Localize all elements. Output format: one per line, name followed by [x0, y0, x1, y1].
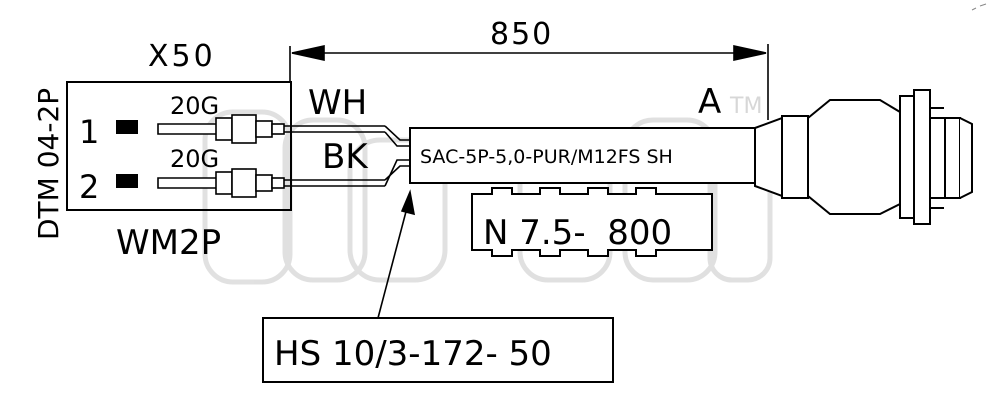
- heat-shrink-part: HS 10/3-172- 50: [274, 334, 552, 374]
- connector-type: DTM 04-2P: [32, 88, 65, 240]
- dimension-length: 850: [490, 17, 553, 52]
- connector-seal: WM2P: [116, 223, 221, 263]
- heat-shrink-box: [262, 317, 614, 383]
- conduit-part: N 7.5- 800: [483, 213, 672, 253]
- terminal-1: [157, 114, 285, 144]
- cable-part: SAC-5P-5,0-PUR/M12FS SH: [420, 146, 673, 168]
- terminal-2: [157, 168, 285, 198]
- pin-1-number: 1: [79, 113, 99, 151]
- corner-marks: [971, 3, 987, 11]
- heat-shrink-leader: [377, 189, 416, 319]
- wire-lines: [284, 125, 410, 187]
- cable-end-label: A: [698, 82, 721, 122]
- watermark-mark: TM: [729, 94, 762, 119]
- m12-connector: [754, 89, 973, 225]
- pin-2-marker: [116, 174, 138, 188]
- pin-2-number: 2: [79, 168, 99, 206]
- connector-name: X50: [148, 39, 216, 74]
- pin-1-marker: [116, 120, 138, 134]
- pin-1-gauge: 20G: [170, 92, 219, 120]
- dimension-line: [289, 44, 769, 120]
- watermark: TM: [202, 94, 773, 285]
- wire-color-bottom: BK: [322, 137, 369, 177]
- pin-2-gauge: 20G: [170, 145, 219, 173]
- cable-jacket: [409, 127, 756, 184]
- conduit: [471, 187, 713, 257]
- wire-color-top: WH: [308, 83, 367, 123]
- connector-housing: [66, 81, 292, 211]
